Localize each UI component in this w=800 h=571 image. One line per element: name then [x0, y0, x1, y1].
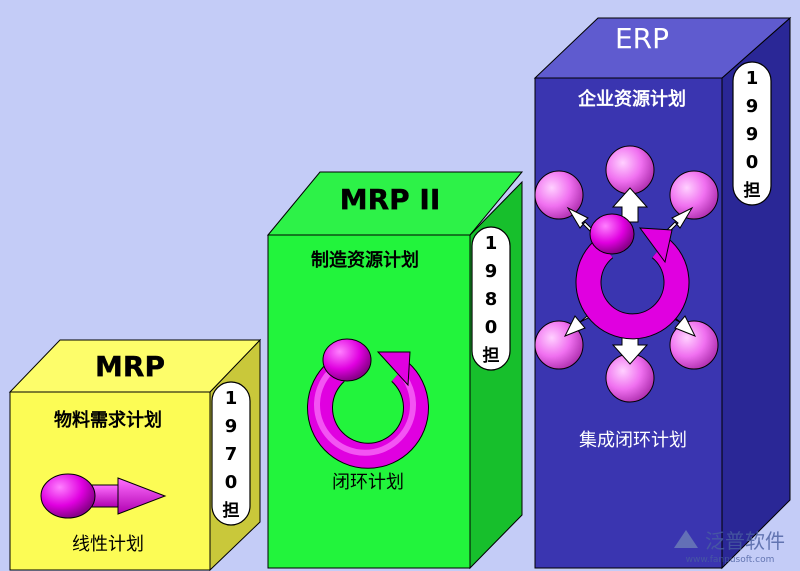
mrp-subtitle: 物料需求计划	[54, 409, 162, 431]
mrp-year-digit-2: 9	[225, 416, 238, 437]
erp-year-capsule	[732, 61, 772, 206]
mrp-year-suffix: 担	[223, 501, 240, 521]
mrp-caption: 线性计划	[72, 534, 144, 555]
mrp2-year-suffix: 担	[483, 346, 500, 366]
mrp2-year-digit-4: 0	[485, 317, 498, 338]
erp-block: ERP 企业资源计划 1 9 9 0 担	[533, 16, 792, 570]
mrp2-title: MRP II	[340, 183, 441, 216]
erp-year-digit-2: 9	[746, 96, 759, 117]
mrp2-year-capsule	[471, 226, 511, 371]
satellite-ball	[669, 170, 719, 220]
arrow-up	[611, 187, 649, 223]
erp-year-digit-4: 0	[746, 152, 759, 173]
satellite-ball	[669, 320, 719, 370]
mrp2-caption: 闭环计划	[332, 472, 404, 493]
mrp-year-digit-4: 0	[225, 472, 238, 493]
erp-caption: 集成闭环计划	[579, 430, 687, 451]
mrp2-block-front	[267, 234, 471, 569]
erp-subtitle: 企业资源计划	[577, 88, 686, 110]
mrp2-year-digit-3: 8	[485, 289, 498, 310]
mrp-year-capsule	[211, 381, 251, 526]
mrp-year-digit-1: 1	[225, 388, 238, 409]
mrp2-year-digit-2: 9	[485, 261, 498, 282]
mrp-block-front	[9, 391, 211, 571]
erp-title: ERP	[615, 22, 669, 55]
brand-url: www.fanpusoft.com	[686, 555, 775, 565]
mrp-year-digit-3: 7	[225, 444, 238, 465]
mrp-title: MRP	[95, 350, 165, 383]
erp-year-suffix: 担	[744, 181, 761, 201]
erp-year-digit-1: 1	[746, 68, 759, 89]
closed-loop-icon	[307, 338, 429, 469]
integrated-loop-icon	[534, 145, 719, 403]
mrp2-year-digit-1: 1	[485, 233, 498, 254]
mrp-block: MRP 物料需求计划 1 9 7 0 担 线性计划	[8, 338, 262, 571]
brand-logo-icon	[674, 530, 698, 548]
mrp2-subtitle: 制造资源计划	[311, 249, 419, 271]
satellite-ball	[605, 145, 655, 195]
linear-arrow-icon	[40, 473, 167, 519]
brand-watermark: 泛普软件 www.fanpusoft.com	[674, 529, 785, 565]
mrp2-block: MRP II 制造资源计划 1 9 8 0 担 闭环计划	[266, 171, 524, 570]
erp-year-digit-3: 9	[746, 124, 759, 145]
brand-name: 泛普软件	[705, 529, 785, 553]
satellite-ball	[534, 170, 584, 220]
